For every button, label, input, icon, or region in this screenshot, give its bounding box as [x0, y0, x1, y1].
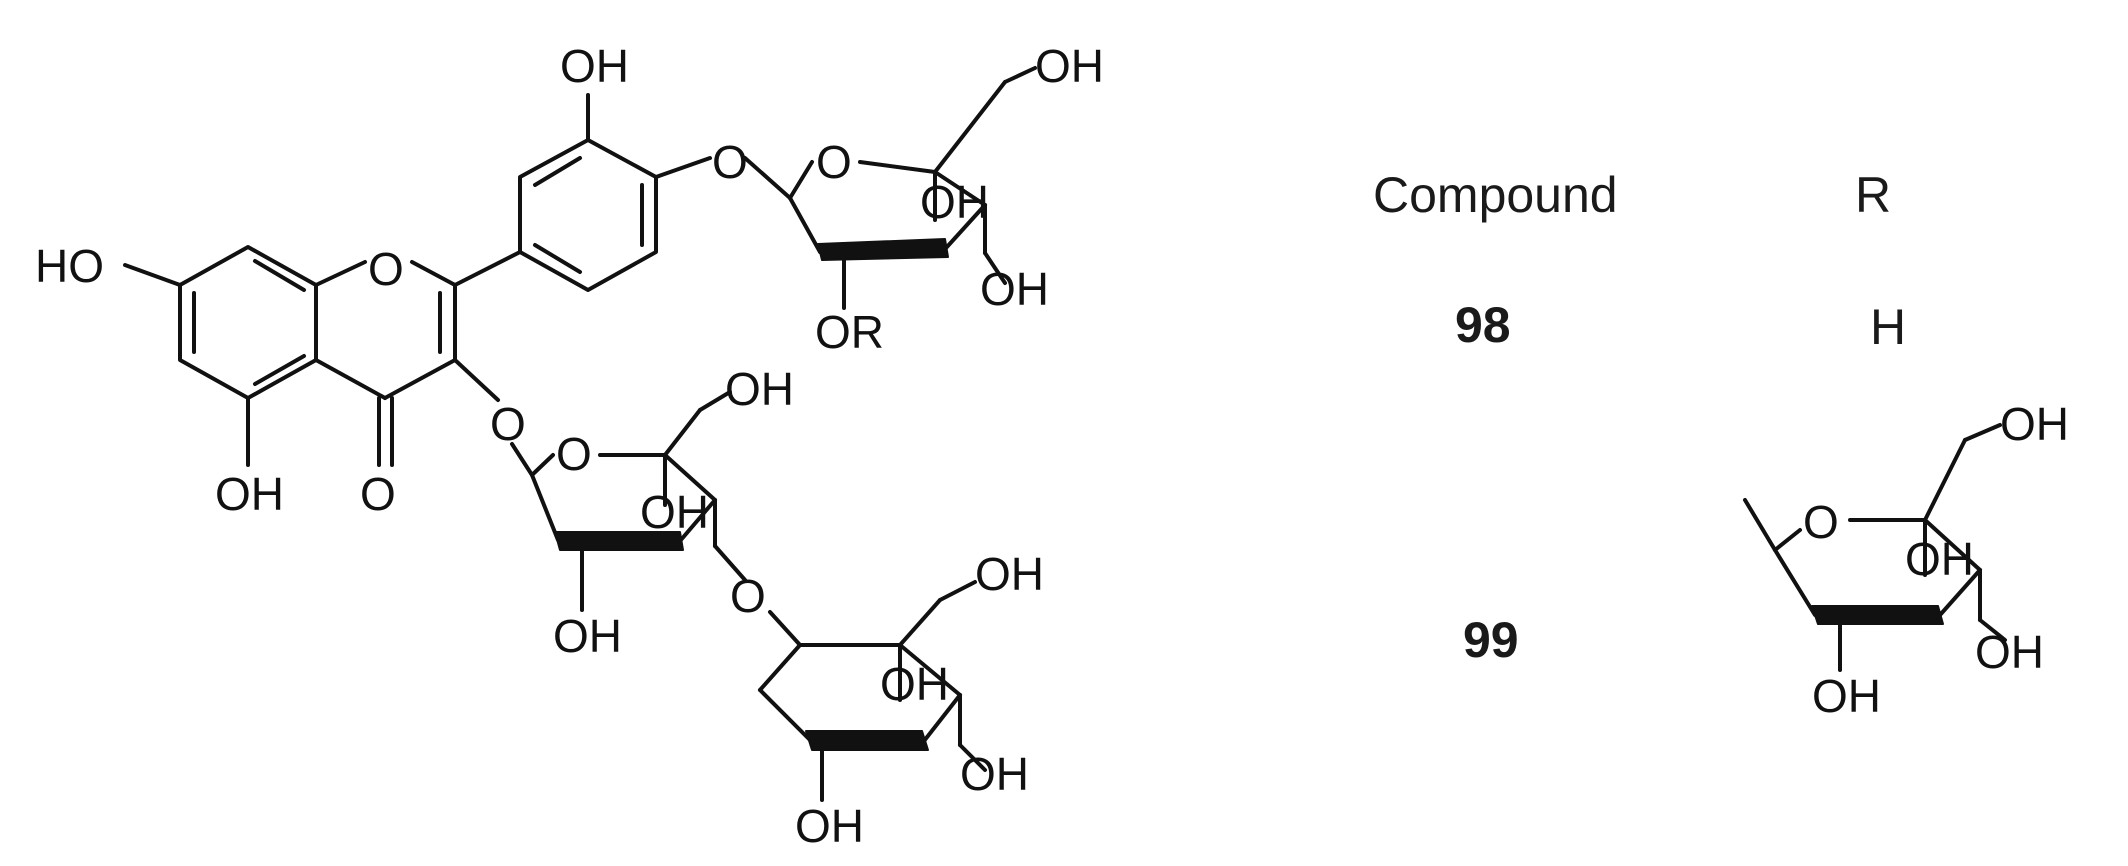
label-oh-lower2-c4: OH [880, 658, 949, 710]
label-oh-lower2-c2: OH [795, 800, 864, 852]
label-oh-b-ring-top: OH [560, 40, 629, 92]
label-sub-oh-ch2: OH [2000, 398, 2069, 450]
label-o-link-upper: O [712, 136, 748, 188]
label-oh-upper-c4: OH [920, 176, 989, 228]
lower-sugar-1 [510, 390, 747, 612]
table-row-r-98: H [1870, 299, 1907, 355]
label-o-upper-ring: O [816, 136, 852, 188]
b-ring [453, 93, 712, 292]
label-oh-lower1-c2: OH [553, 610, 622, 662]
label-oh-lower2-c3: OH [960, 748, 1029, 800]
label-sub-oh-c3: OH [1975, 626, 2044, 678]
c-ring [314, 260, 500, 467]
label-oh-lower2-ch2: OH [975, 548, 1044, 600]
a-ring [123, 245, 318, 467]
label-o-link-lower: O [490, 398, 526, 450]
label-oh-lower1-c4: OH [640, 486, 709, 538]
r-substituent-sugar [1743, 423, 2007, 672]
label-oh-lower1-ch2: OH [725, 363, 794, 415]
table-row-compound-99: 99 [1463, 612, 1519, 668]
table-header-compound: Compound [1373, 167, 1618, 223]
lower-sugar-2 [758, 580, 987, 802]
label-oh-upper-c3: OH [980, 263, 1049, 315]
label-o-carbonyl: O [360, 468, 396, 520]
label-sub-oh-c2: OH [1812, 670, 1881, 722]
atom-labels: OH HO O OH O O O O OH OH OH OR OH O OH O… [35, 40, 1104, 852]
label-oh-upper-ch2: OH [1035, 40, 1104, 92]
label-o-lower1-ring: O [556, 428, 592, 480]
substituent-labels: OH O OH OH OH [1803, 398, 2069, 722]
upper-sugar [743, 66, 1037, 310]
label-o-link-sugar2: O [730, 570, 766, 622]
label-o-c-ring: O [368, 243, 404, 295]
label-sub-oh-c4: OH [1905, 533, 1974, 585]
table-header-r: R [1855, 167, 1892, 223]
label-oh-a-ring-bottom: OH [215, 468, 284, 520]
label-or: OR [815, 306, 884, 358]
label-sub-o-ring: O [1803, 496, 1839, 548]
table-row-compound-98: 98 [1455, 297, 1511, 353]
label-ho-a-ring: HO [35, 240, 104, 292]
